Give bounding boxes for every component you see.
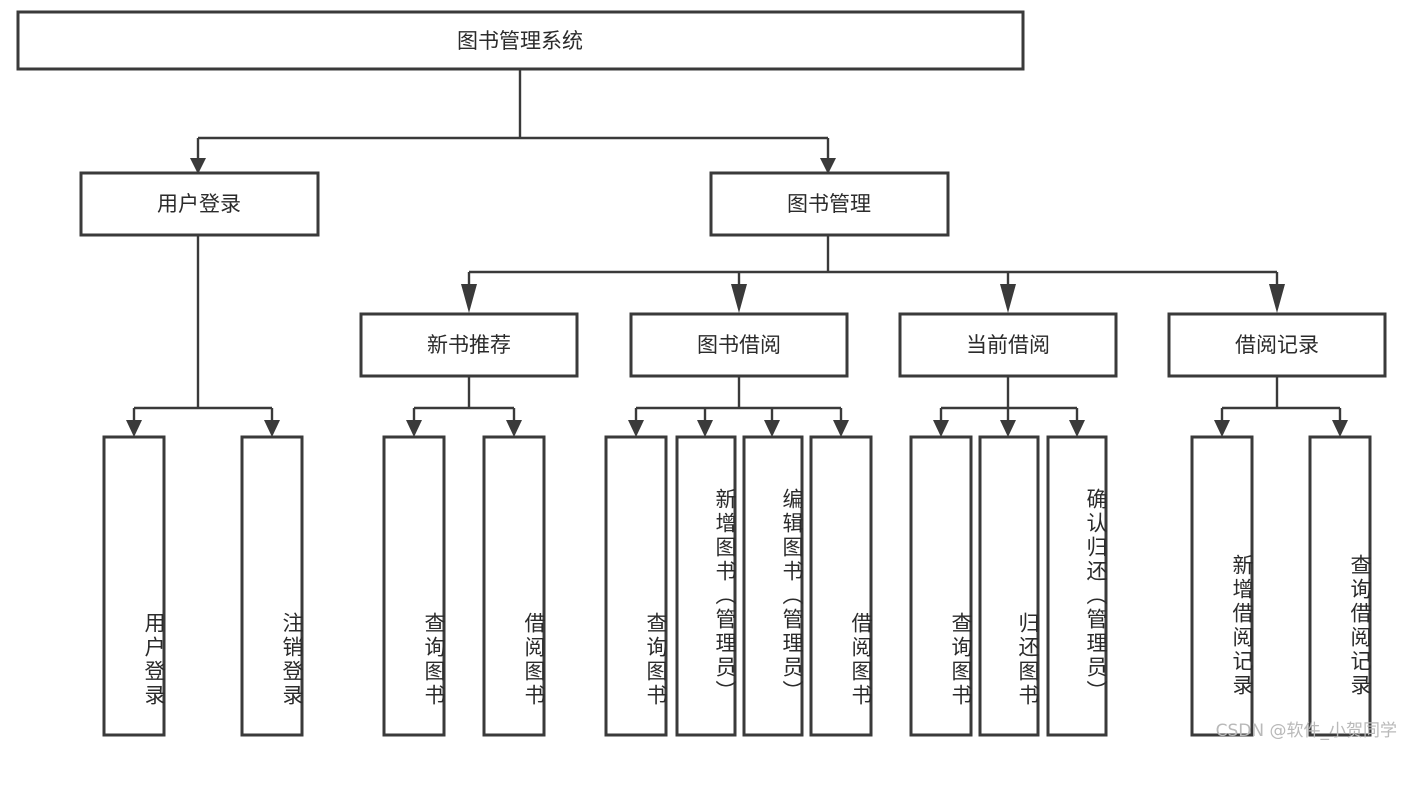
node-user-login-label: 用户登录 [157, 192, 241, 216]
watermark-text: CSDN @软件_小贺同学 [1215, 721, 1397, 741]
leaf-box-current-borrow-2[interactable] [978, 435, 1040, 737]
arrow-bookborrow-leaf3 [764, 420, 780, 437]
node-book-borrow[interactable]: 图书借阅 [629, 312, 849, 378]
node-borrow-record[interactable]: 借阅记录 [1167, 312, 1387, 378]
node-new-book-recommend-box[interactable] [359, 312, 579, 378]
leaf-box-book-borrow-4[interactable] [809, 435, 873, 737]
arrow-borrowrecord-leaf2 [1332, 420, 1348, 437]
arrow-currentborrow-leaf1 [933, 420, 949, 437]
node-current-borrow-label: 当前借阅 [966, 333, 1050, 357]
node-book-borrow-label: 图书借阅 [697, 333, 781, 357]
leaf-box-user-login-1[interactable] [102, 435, 166, 737]
node-user-login-box[interactable] [79, 171, 320, 237]
leaf-boxes [102, 435, 1372, 737]
leaf-box-book-borrow-3[interactable] [742, 435, 804, 737]
arrow-user-login-leaf1 [126, 420, 142, 437]
arrow-currentborrow-leaf3 [1069, 420, 1085, 437]
arrow-bookborrow-leaf4 [833, 420, 849, 437]
node-book-management-label: 图书管理 [787, 192, 871, 216]
node-book-management[interactable]: 图书管理 [709, 171, 950, 237]
arrow-borrowrecord-leaf1 [1214, 420, 1230, 437]
node-current-borrow[interactable]: 当前借阅 [898, 312, 1118, 378]
arrow-to-book-mgmt [820, 158, 836, 174]
node-user-login[interactable]: 用户登录 [79, 171, 320, 237]
leaf-box-borrow-record-1[interactable] [1190, 435, 1254, 737]
node-root[interactable]: 图书管理系统 [16, 10, 1025, 71]
node-borrow-record-box[interactable] [1167, 312, 1387, 378]
node-borrow-record-label: 借阅记录 [1235, 333, 1319, 357]
leaf-box-borrow-record-2[interactable] [1308, 435, 1372, 737]
flowchart-canvas: 图书管理系统 用户登录 图书管理 新书推荐 图书借阅 当前借阅 借阅记录 [16, 10, 1397, 741]
node-new-book-recommend[interactable]: 新书推荐 [359, 312, 579, 378]
connectors [126, 69, 1348, 437]
arrow-to-book-borrow [731, 284, 747, 313]
arrow-currentborrow-leaf2 [1000, 420, 1016, 437]
arrow-to-current-borrow [1000, 284, 1016, 313]
leaf-box-new-book-1[interactable] [382, 435, 446, 737]
node-current-borrow-box[interactable] [898, 312, 1118, 378]
arrow-to-new-book [461, 284, 477, 313]
node-root-box[interactable] [16, 10, 1025, 71]
arrow-newbook-leaf2 [506, 420, 522, 437]
leaf-box-user-login-2[interactable] [240, 435, 304, 737]
flowchart-svg: 图书管理系统 用户登录 图书管理 新书推荐 图书借阅 当前借阅 借阅记录 [16, 10, 1387, 737]
leaf-box-book-borrow-1[interactable] [604, 435, 668, 737]
arrow-user-login-leaf2 [264, 420, 280, 437]
arrow-bookborrow-leaf1 [628, 420, 644, 437]
arrow-bookborrow-leaf2 [697, 420, 713, 437]
node-new-book-recommend-label: 新书推荐 [427, 333, 511, 357]
leaf-box-current-borrow-3[interactable] [1046, 435, 1108, 737]
arrow-to-user-login [190, 158, 206, 174]
leaf-box-new-book-2[interactable] [482, 435, 546, 737]
node-book-management-box[interactable] [709, 171, 950, 237]
leaf-box-book-borrow-2[interactable] [675, 435, 737, 737]
arrow-to-borrow-record [1269, 284, 1285, 313]
arrow-newbook-leaf1 [406, 420, 422, 437]
node-root-label: 图书管理系统 [457, 29, 583, 53]
node-book-borrow-box[interactable] [629, 312, 849, 378]
leaf-box-current-borrow-1[interactable] [909, 435, 973, 737]
